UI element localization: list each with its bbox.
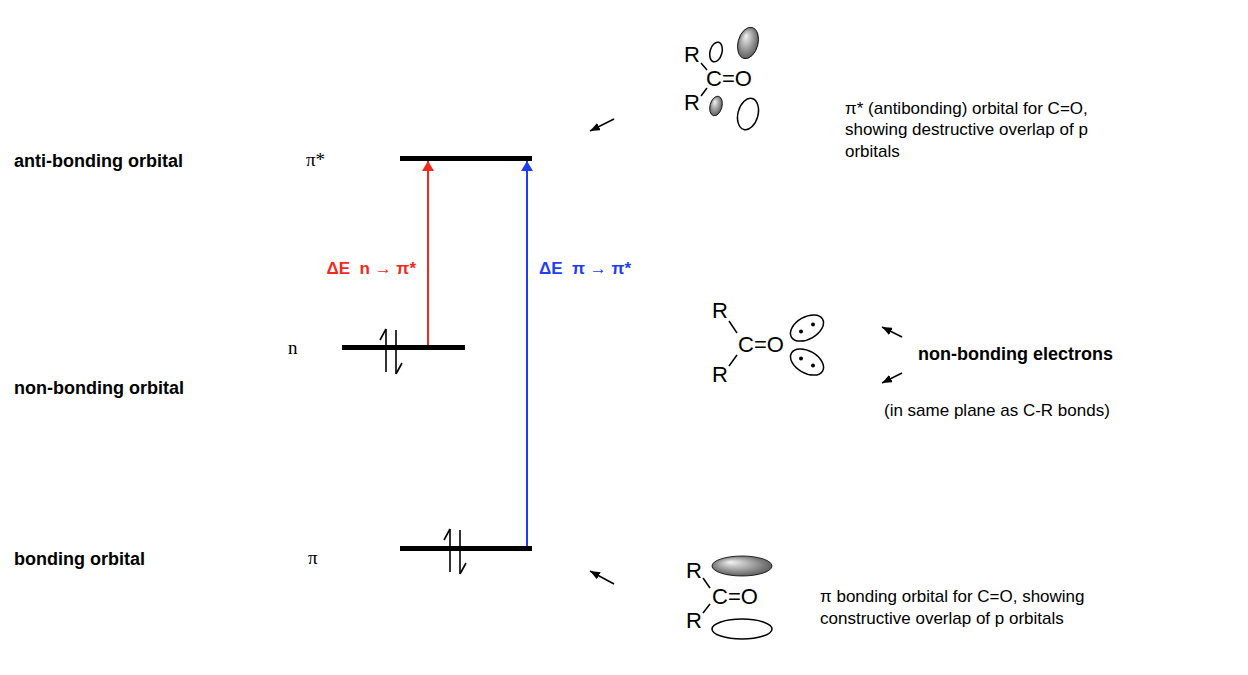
transition-arrow — [427, 161, 429, 345]
energy-level: nnon-bonding orbital — [342, 345, 465, 350]
substituent-label: R — [684, 90, 700, 115]
pi-orbital-lobe — [712, 619, 772, 639]
energy-level: anti-bonding orbitalπ* — [400, 156, 532, 161]
substituent-label: R — [686, 558, 702, 583]
substituent-label: R — [712, 362, 728, 387]
orbital-symbol: n — [288, 337, 298, 359]
electron-spin-down — [460, 563, 466, 574]
substituent-label: R — [684, 42, 700, 67]
transition-label: ΔE π → π* — [539, 259, 631, 279]
p-orbital-lobe — [708, 41, 725, 63]
note-label: (in same plane as C-R bonds) — [884, 401, 1110, 421]
pointer-arrow — [882, 373, 902, 383]
orbital-description: π bonding orbital for C=O, showing const… — [820, 586, 1120, 630]
electron-spin-up — [385, 329, 387, 372]
pointer-arrow — [590, 119, 614, 131]
p-orbital-lobe — [708, 95, 725, 117]
bond-line — [729, 355, 737, 366]
orbital-symbol: π — [308, 547, 318, 569]
electron-spin-up — [380, 329, 386, 340]
carbonyl-label: C=O — [738, 332, 784, 357]
carbonyl-label: C=O — [706, 66, 752, 91]
pi-orbital-lobe — [712, 556, 772, 576]
electron-spin-down — [395, 330, 397, 374]
p-orbital-lobe — [734, 96, 762, 132]
transition-arrow — [526, 161, 528, 546]
energy-level: bonding orbitalπ — [400, 546, 532, 551]
electron-dot — [799, 357, 803, 361]
lone-pair-lobe — [786, 309, 828, 346]
electron-spin-up — [444, 529, 450, 540]
electron-dot — [811, 364, 815, 368]
electron-dot — [799, 330, 803, 334]
level-name: bonding orbital — [14, 549, 145, 570]
substituent-label: R — [686, 608, 702, 633]
callout-label: non-bonding electrons — [918, 344, 1113, 365]
orbital-description: π* (antibonding) orbital for C=O, showin… — [845, 98, 1107, 162]
orbital-symbol: non-bonding orbital — [14, 378, 184, 399]
bond-line — [703, 604, 710, 613]
level-name: anti-bonding orbital — [14, 151, 183, 172]
lone-pair-lobe — [786, 343, 828, 380]
electron-dot — [811, 323, 815, 327]
pointer-arrow — [882, 327, 902, 337]
pointer-arrow — [590, 571, 614, 584]
electron-spin-down — [396, 363, 402, 374]
orbital-symbol: π* — [306, 149, 325, 171]
substituent-label: R — [712, 298, 728, 323]
p-orbital-lobe — [734, 25, 762, 61]
carbonyl-label: C=O — [712, 584, 758, 609]
electron-spin-down — [459, 530, 461, 574]
bond-line — [729, 321, 737, 333]
transition-label: ΔE n → π* — [327, 259, 416, 279]
bond-line — [703, 578, 710, 588]
